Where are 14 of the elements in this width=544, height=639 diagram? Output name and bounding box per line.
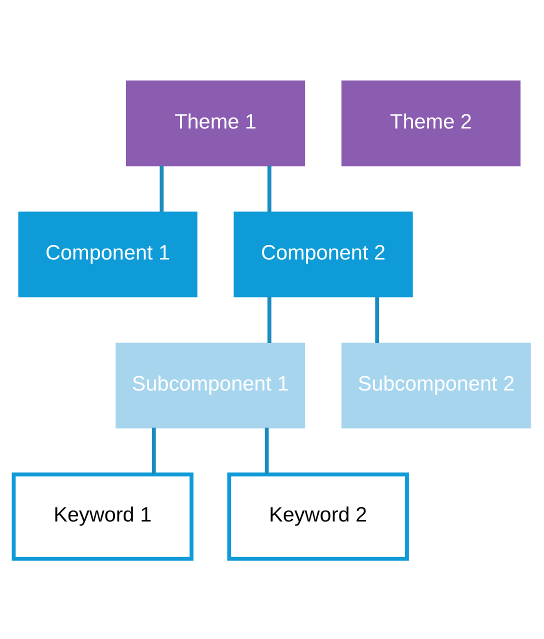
connector	[375, 296, 380, 342]
node-box: Keyword 2	[227, 472, 409, 560]
connector	[160, 165, 164, 212]
node-box: Subcomponent 2	[341, 342, 531, 428]
node-box: Subcomponent 1	[116, 342, 306, 428]
connector	[267, 296, 272, 342]
node-box: Theme 1	[126, 80, 306, 166]
node-box: Component 1	[18, 211, 198, 297]
connector	[264, 427, 269, 474]
node-box: Theme 2	[341, 80, 521, 166]
node-box: Component 2	[234, 211, 413, 297]
node-box: Keyword 1	[12, 472, 194, 560]
connector	[152, 427, 156, 474]
connector	[267, 165, 272, 212]
